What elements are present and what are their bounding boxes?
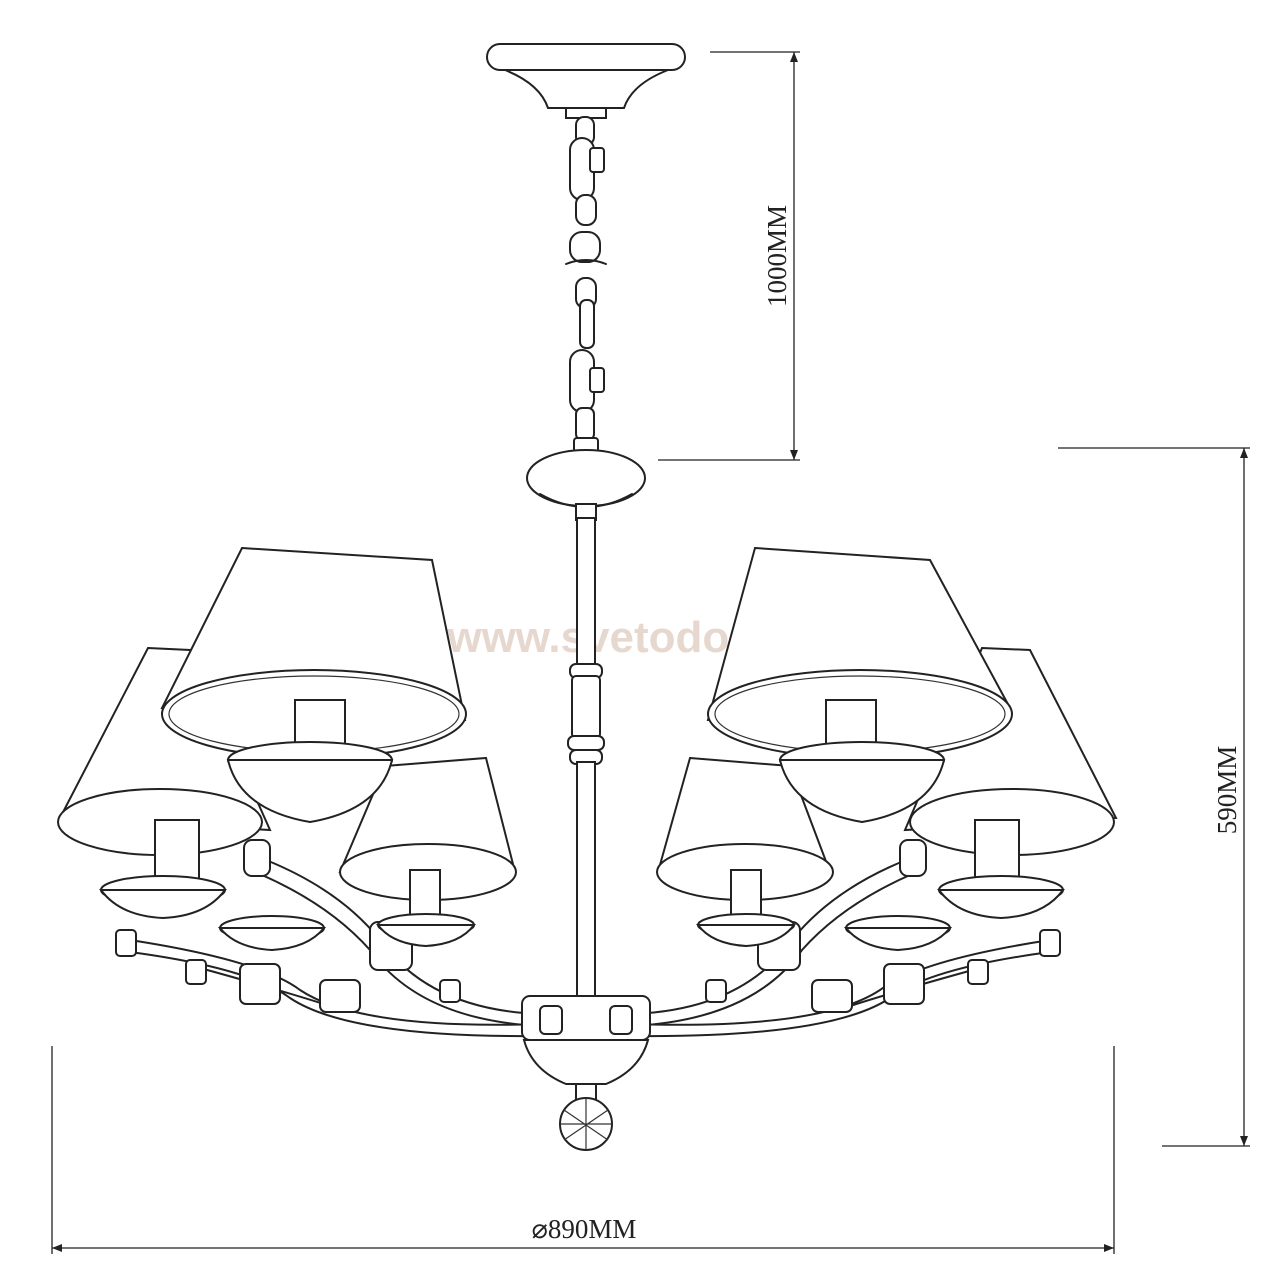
dimension-height: 590MM — [1058, 447, 1250, 1147]
shade-back-right — [656, 756, 834, 919]
candle-cups — [99, 875, 1065, 952]
body-height-label: 590MM — [1212, 746, 1242, 835]
dimension-diameter: ⌀890MM — [51, 1046, 1115, 1254]
arms — [115, 839, 1061, 1038]
shade-outer-left — [57, 646, 272, 883]
shade-back-left — [338, 756, 517, 919]
dimension-chain: 1000MM — [658, 51, 800, 461]
shade-front-left — [160, 546, 467, 824]
shade-outer-right — [903, 646, 1118, 883]
central-stem — [526, 449, 646, 1003]
diameter-label: ⌀890MM — [532, 1214, 637, 1244]
ceiling-canopy — [486, 43, 686, 119]
chain-length-label: 1000MM — [762, 205, 792, 307]
suspension-chain — [565, 116, 607, 453]
shade-front-right — [706, 546, 1013, 824]
bottom-hub — [521, 995, 651, 1151]
